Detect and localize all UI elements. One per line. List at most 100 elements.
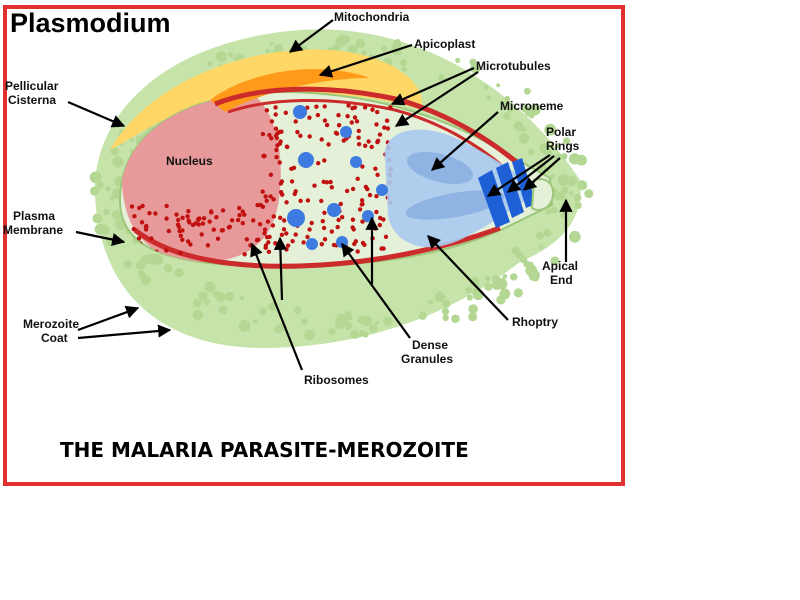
ribosome xyxy=(273,105,278,110)
ribosome xyxy=(360,164,365,169)
ribosome xyxy=(262,227,268,232)
ribosome xyxy=(284,231,289,236)
ribosome xyxy=(362,105,368,110)
ribosome xyxy=(322,158,327,163)
ribosome xyxy=(281,227,287,232)
ribosome xyxy=(129,204,135,209)
coat-fuzz xyxy=(401,66,407,72)
label-nucleus: Nucleus xyxy=(166,154,213,168)
coat-fuzz xyxy=(570,178,576,185)
arrow-microtubules-1 xyxy=(390,66,475,106)
ribosome xyxy=(357,207,363,212)
ribosome xyxy=(220,228,225,233)
ribosome xyxy=(274,147,279,153)
coat-fuzz xyxy=(212,290,220,298)
ribosome xyxy=(356,135,361,140)
ribosome xyxy=(180,215,185,220)
coat-fuzz xyxy=(503,112,511,120)
ribosome xyxy=(282,218,287,223)
ribosome xyxy=(271,197,276,202)
ribosome xyxy=(196,216,201,222)
ribosome xyxy=(283,110,288,116)
ribosome xyxy=(240,221,245,226)
arrow-pellicular xyxy=(67,100,126,128)
coat-fuzz xyxy=(399,58,407,67)
ribosome xyxy=(345,114,350,119)
coat-fuzz xyxy=(507,108,513,113)
ribosome xyxy=(180,237,185,242)
ribosome xyxy=(227,224,232,229)
ribosome xyxy=(384,118,390,123)
ribosome xyxy=(254,237,260,243)
label-dense-line2: Granules xyxy=(401,352,453,366)
ribosome xyxy=(268,194,273,199)
ribosome xyxy=(284,247,289,252)
ribosome xyxy=(178,250,183,256)
coat-fuzz xyxy=(576,201,581,207)
coat-fuzz xyxy=(96,181,104,189)
label-rhoptry: Rhoptry xyxy=(512,315,558,329)
coat-fuzz xyxy=(369,324,378,333)
coat-fuzz xyxy=(225,291,235,302)
coat-fuzz xyxy=(327,328,333,335)
arrow-apicoplast xyxy=(318,43,413,78)
ribosome xyxy=(153,211,158,216)
coat-fuzz xyxy=(484,282,493,291)
ribosome xyxy=(336,217,341,223)
ribosome xyxy=(335,224,340,230)
coat-fuzz xyxy=(198,291,208,301)
coat-fuzz xyxy=(215,51,227,63)
label-mitochondria: Mitochondria xyxy=(334,10,410,24)
coat-fuzz xyxy=(418,311,427,320)
ribosome xyxy=(370,107,375,112)
coat-fuzz xyxy=(123,260,132,269)
ribosome xyxy=(132,214,137,219)
ribosome xyxy=(349,120,354,125)
ribosome xyxy=(264,108,270,113)
dense-granule xyxy=(327,203,341,217)
ribosome xyxy=(352,105,358,110)
ribosome xyxy=(344,188,350,194)
coat-fuzz xyxy=(193,298,202,308)
coat-fuzz xyxy=(428,299,434,305)
coat-fuzz xyxy=(252,319,258,324)
arrow-mitochondria xyxy=(288,19,334,53)
ribosome xyxy=(360,240,366,246)
ribosome xyxy=(319,137,324,142)
apical-tip xyxy=(530,178,554,211)
ribosome xyxy=(269,136,274,141)
coat-fuzz xyxy=(218,305,228,315)
ribosome xyxy=(293,119,298,124)
label-merozoite-line2: Coat xyxy=(41,331,68,345)
arrow-microtubules-2 xyxy=(394,71,479,127)
arrow-merozoite-1 xyxy=(77,305,140,332)
label-dense-line1: Dense xyxy=(412,338,448,352)
coat-fuzz xyxy=(89,171,102,184)
ribosome xyxy=(140,203,145,209)
coat-fuzz xyxy=(518,133,530,144)
coat-fuzz xyxy=(502,274,508,279)
ribosome xyxy=(350,225,355,230)
ribosome xyxy=(307,115,312,120)
label-polar-line1: Polar xyxy=(546,125,576,139)
label-polar-line2: Rings xyxy=(546,139,580,153)
coat-fuzz xyxy=(204,281,216,293)
ribosome xyxy=(186,218,191,223)
ribosome xyxy=(326,142,331,147)
ribosome xyxy=(278,215,283,220)
ribosome xyxy=(270,223,276,228)
ribosome xyxy=(340,215,345,220)
ribosome xyxy=(263,194,268,199)
label-merozoite-line1: Merozoite xyxy=(23,317,79,331)
ribosome xyxy=(262,231,267,236)
ribosome xyxy=(322,237,328,242)
ribosome xyxy=(205,243,211,248)
coat-fuzz xyxy=(347,44,358,55)
ribosome xyxy=(175,222,181,227)
coat-fuzz xyxy=(484,276,491,282)
coat-fuzz xyxy=(192,309,204,321)
ribosome xyxy=(346,103,351,108)
coat-fuzz xyxy=(533,275,539,282)
coat-fuzz xyxy=(576,157,583,164)
